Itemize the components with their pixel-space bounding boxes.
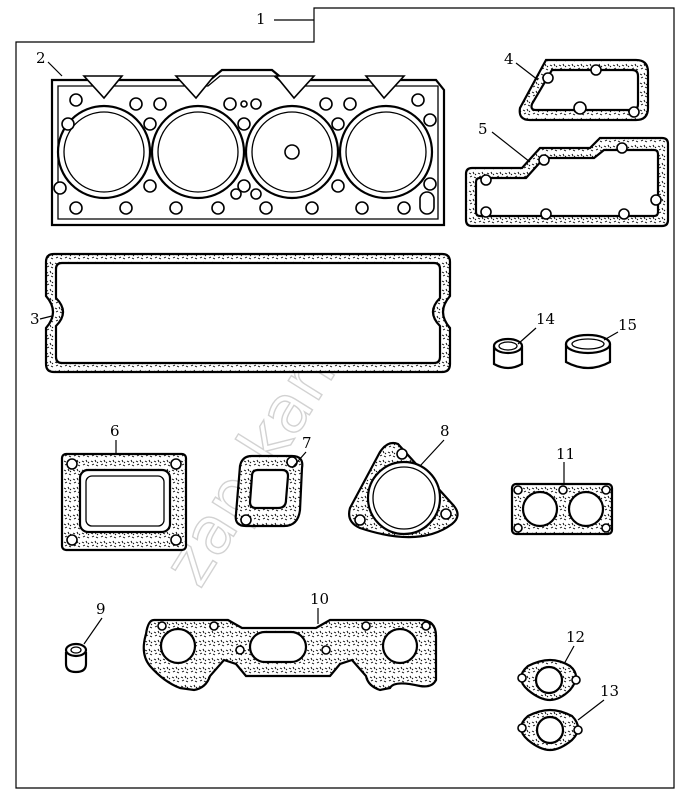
small-seal: 9 xyxy=(64,600,106,674)
callout-label-6: 6 xyxy=(110,422,120,440)
callout-label-7: 7 xyxy=(302,434,312,452)
callout-label-14: 14 xyxy=(536,310,555,328)
callout-label-8: 8 xyxy=(440,422,450,440)
callout-label-3: 3 xyxy=(30,310,40,328)
callout-1: 1 xyxy=(256,10,314,28)
large-ring: 15 xyxy=(564,316,637,370)
head-gasket-ports xyxy=(82,75,406,100)
callout-label-4: 4 xyxy=(504,50,514,68)
callout-label-2: 2 xyxy=(36,49,46,67)
head-gasket-bores xyxy=(56,104,434,200)
rect-flange-gasket: 6 xyxy=(60,422,188,552)
head-gasket: 2 xyxy=(36,49,446,227)
kit-frame xyxy=(15,7,675,789)
small-ring: 14 xyxy=(492,310,555,370)
head-gasket-holes xyxy=(53,93,437,215)
oval-flange-gasket-a: 12 xyxy=(517,628,585,702)
callout-label-12: 12 xyxy=(566,628,585,646)
callout-label-15: 15 xyxy=(618,316,637,334)
callout-label-5: 5 xyxy=(478,120,488,138)
angled-flange-gasket: 7 xyxy=(234,434,312,528)
callout-label-10: 10 xyxy=(310,590,329,608)
cover-gasket: 3 xyxy=(30,252,452,374)
callout-label-11: 11 xyxy=(556,445,575,463)
manifold-gasket: 10 xyxy=(142,590,438,692)
callout-label-9: 9 xyxy=(96,600,106,618)
side-cover-gasket: 5 xyxy=(464,120,670,228)
oval-flange-gasket-b: 13 xyxy=(517,682,619,752)
callout-label-1: 1 xyxy=(256,10,266,28)
triangular-gasket: 8 xyxy=(348,422,459,539)
twin-port-gasket: 11 xyxy=(510,445,614,536)
small-cover-gasket: 4 xyxy=(504,50,650,122)
callout-label-13: 13 xyxy=(600,682,619,700)
